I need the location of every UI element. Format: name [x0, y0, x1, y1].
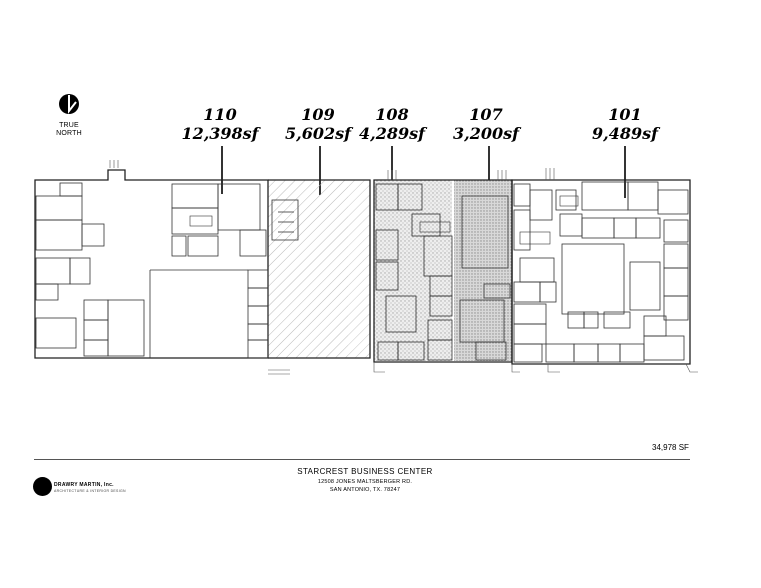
- suite-108-label: 108 4,289sf: [359, 105, 425, 143]
- north-arrow: TRUE NORTH: [44, 91, 94, 138]
- address-street: 12508 JONES MALTSBERGER RD.: [317, 479, 413, 485]
- suite-number: 101: [608, 105, 642, 124]
- suite-107-walls: [459, 195, 511, 361]
- suite-109-walls: [271, 199, 299, 241]
- suite-number: 108: [375, 105, 409, 124]
- entrance-steps: [109, 160, 555, 180]
- suite-108-area: [374, 180, 452, 361]
- suite-101-walls: [513, 181, 689, 363]
- north-label-line1: TRUE: [59, 122, 79, 129]
- suite-area: 9,489sf: [592, 124, 658, 143]
- suite-108-walls: [375, 183, 453, 361]
- suite-109-label: 109 5,602sf: [285, 105, 351, 143]
- suite-101-label: 101 9,489sf: [592, 105, 658, 143]
- suite-area: 5,602sf: [285, 124, 351, 143]
- company-logo-icon: [33, 477, 52, 496]
- side-steps: [268, 362, 698, 375]
- restroom-fixtures: [189, 195, 579, 245]
- company-name: DRAWRY MARTIN, Inc.: [54, 482, 114, 488]
- suite-107-label: 107 3,200sf: [453, 105, 519, 143]
- suite-number: 107: [469, 105, 503, 124]
- north-arrow-icon: [59, 94, 79, 114]
- suite-107-area: [454, 180, 512, 361]
- company-tagline: ARCHITECTURE & INTERIOR DESIGN: [54, 489, 126, 493]
- north-label-line2: NORTH: [56, 130, 82, 137]
- title-block-divider: [34, 459, 690, 460]
- address-city: SAN ANTONIO, TX. 78247: [329, 487, 401, 493]
- total-area: 34,978 SF: [652, 443, 689, 452]
- suite-area: 12,398sf: [181, 124, 259, 143]
- suite-110-walls: [35, 182, 269, 359]
- suite-109-extension: [348, 180, 370, 358]
- suite-110-label: 110 12,398sf: [181, 105, 258, 143]
- building-outline: [34, 169, 691, 365]
- business-center-name: STARCREST BUSINESS CENTER: [297, 467, 433, 476]
- suite-area: 3,200sf: [453, 124, 519, 143]
- suite-109-area: [268, 180, 348, 358]
- suite-area: 4,289sf: [359, 124, 425, 143]
- suite-number: 110: [203, 105, 237, 124]
- suite-number: 109: [301, 105, 335, 124]
